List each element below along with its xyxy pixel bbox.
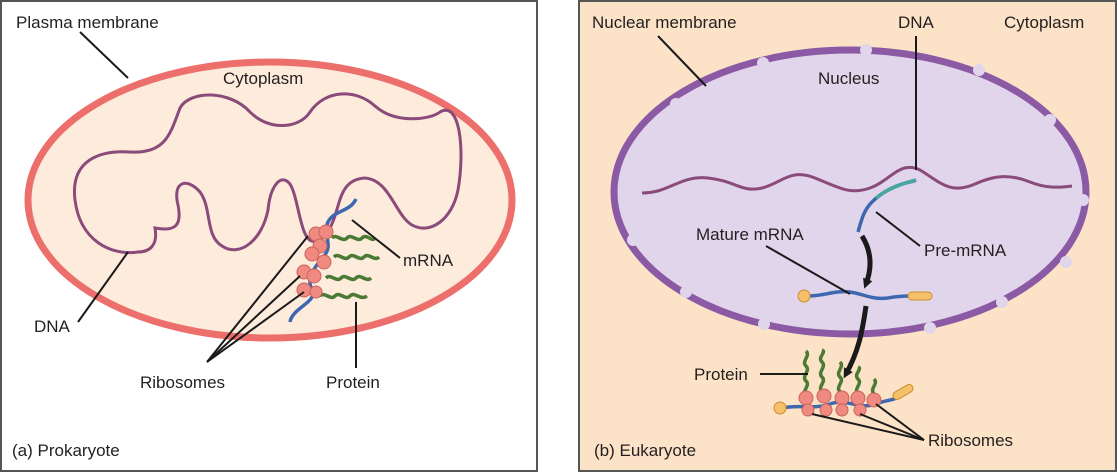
panel-a-leader-lines — [77, 31, 401, 368]
nuclear-pore — [924, 322, 936, 334]
panel-b-caption: (b) Eukaryote — [594, 441, 696, 460]
ribosome — [316, 254, 332, 270]
prokaryote-dna — [72, 92, 463, 255]
protein-chain — [854, 365, 862, 396]
ribosome — [798, 390, 814, 406]
nuclear-pore — [627, 234, 639, 246]
protein-chain — [324, 274, 373, 282]
ribosome — [304, 246, 320, 262]
nuclear-pore — [1060, 256, 1072, 268]
nuclear-pore — [1044, 114, 1056, 126]
leader-ribosome — [875, 403, 925, 441]
panel-a-caption: (a) Prokaryote — [12, 441, 120, 460]
leader-plasma-membrane — [79, 31, 129, 79]
label-ribosomes: Ribosomes — [140, 373, 225, 392]
leader-mature-mrna — [765, 245, 851, 295]
arrow-processing — [859, 234, 873, 289]
ribosome — [816, 388, 832, 404]
nuclear-pore — [996, 296, 1008, 308]
arrow-export — [843, 305, 869, 379]
ribosome — [834, 390, 850, 406]
protein-chain — [332, 253, 381, 261]
label-ribosomes: Ribosomes — [928, 431, 1013, 450]
ribosome — [318, 224, 334, 240]
panel-b-leader-lines — [657, 35, 925, 441]
leader-pre-mrna — [875, 211, 921, 247]
label-pre-mrna: Pre-mRNA — [924, 241, 1007, 260]
prokaryote-ribosomes — [296, 224, 334, 299]
mature-mrna-cap — [797, 289, 811, 303]
nuclear-pore — [860, 44, 872, 56]
nuclear-pore — [621, 164, 633, 176]
label-cytoplasm: Cytoplasm — [223, 69, 303, 88]
label-dna: DNA — [898, 13, 935, 32]
leader-ribosome — [206, 275, 301, 363]
nuclear-pore — [757, 57, 769, 69]
label-mature-mrna: Mature mRNA — [696, 225, 804, 244]
protein-chain — [818, 348, 826, 394]
leader-ribosome — [859, 413, 925, 441]
nuclear-pore — [680, 286, 692, 298]
ribosome — [853, 403, 867, 417]
prokaryote-proteins — [318, 234, 381, 300]
leader-dna — [77, 251, 129, 323]
eukaryote-dna — [641, 165, 1073, 195]
ribosome — [819, 403, 833, 417]
mature-mrna — [807, 289, 911, 301]
ribosome — [835, 403, 849, 417]
ribosome — [306, 268, 322, 284]
leader-mrna — [351, 219, 401, 259]
ribosome — [309, 285, 323, 299]
panel-eukaryote: Nuclear membrane DNA Cytoplasm Nucleus M… — [578, 0, 1117, 472]
protein-chain — [330, 234, 377, 242]
nuclear-pore — [670, 98, 682, 110]
label-nuclear-membrane: Nuclear membrane — [592, 13, 737, 32]
label-dna: DNA — [34, 317, 71, 336]
leader-ribosome — [811, 413, 925, 441]
leader-ribosome — [206, 235, 309, 363]
label-cytoplasm: Cytoplasm — [1004, 13, 1084, 32]
ribosome — [801, 403, 815, 417]
leader-ribosome — [206, 291, 305, 363]
nuclear-pore — [758, 318, 770, 330]
label-mrna: mRNA — [403, 251, 454, 270]
label-plasma-membrane: Plasma membrane — [16, 13, 159, 32]
ribosome — [850, 390, 866, 406]
protein-chain — [836, 360, 844, 394]
mature-mrna-tail — [907, 291, 933, 301]
label-protein: Protein — [326, 373, 380, 392]
label-protein: Protein — [694, 365, 748, 384]
ribosome — [866, 392, 882, 408]
leader-nuclear-membrane — [657, 35, 707, 87]
protein-chain — [318, 292, 369, 300]
eukaryote-ribosomes — [798, 388, 882, 417]
nuclear-pore — [973, 64, 985, 76]
nuclear-pores — [621, 44, 1089, 334]
pre-mrna-tip — [874, 178, 917, 200]
panel-prokaryote: Plasma membrane Cytoplasm DNA mRNA Ribos… — [0, 0, 538, 472]
nuclear-pore — [1077, 194, 1089, 206]
cytoplasm-mrna-tail — [892, 384, 914, 400]
label-nucleus: Nucleus — [818, 69, 879, 88]
cytoplasm-mrna-cap — [773, 401, 787, 415]
